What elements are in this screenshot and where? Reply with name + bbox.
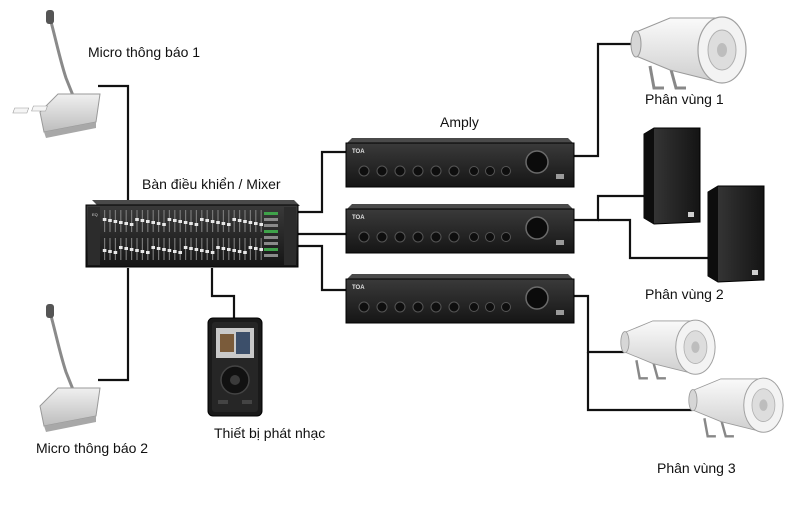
box-speaker-icon — [643, 127, 701, 225]
rack-amplifier-icon: TOA — [345, 138, 575, 188]
svg-text:TOA: TOA — [352, 215, 365, 221]
wire-mic2-mixer — [98, 268, 130, 382]
amplifiers: TOA TOA TOA — [345, 138, 575, 324]
wire-amp1-zone1 — [573, 42, 632, 158]
label-mixer: Bàn điều khiển / Mixer — [142, 176, 281, 192]
label-mic1: Micro thông báo 1 — [88, 44, 201, 60]
rack-mixer-equalizer-icon: EQ — [85, 200, 300, 268]
rack-amplifier-icon: TOA — [345, 204, 575, 254]
gooseneck-microphone-icon — [12, 10, 101, 138]
label-zone3: Phân vùng 3 — [657, 460, 736, 476]
wire-amp3-zone3b — [586, 352, 692, 412]
wire-mic1-mixer — [98, 84, 130, 200]
microphone-1 — [12, 10, 101, 138]
zone-3-speakers — [620, 319, 784, 438]
wire-player-mixer — [210, 268, 236, 318]
wire-amp2-zone2a — [573, 194, 644, 222]
horn-speaker-icon — [620, 319, 716, 380]
rack-amplifier-icon: TOA — [345, 274, 575, 324]
zone-2-speakers — [643, 127, 765, 283]
label-zone1: Phân vùng 1 — [645, 91, 724, 107]
label-amply: Amply — [440, 114, 479, 130]
label-zone2: Phân vùng 2 — [645, 286, 724, 302]
connection-wires — [98, 42, 708, 412]
zone-1-speakers — [630, 16, 747, 90]
mixer: EQ — [85, 200, 300, 268]
wire-mixer-amp3 — [298, 244, 348, 292]
horn-speaker-icon — [688, 377, 784, 438]
svg-text:TOA: TOA — [352, 285, 365, 291]
label-player: Thiết bị phát nhạc — [214, 425, 326, 441]
microphone-2 — [39, 304, 101, 432]
svg-text:TOA: TOA — [352, 149, 365, 155]
gooseneck-microphone-icon — [39, 304, 101, 432]
wire-mixer-amp1 — [298, 150, 348, 214]
label-mic2: Micro thông báo 2 — [36, 440, 149, 456]
wire-amp3-zone3a — [573, 294, 624, 354]
svg-text:EQ: EQ — [92, 212, 98, 217]
box-speaker-icon — [707, 185, 765, 283]
wire-amp2-zone2b — [598, 218, 708, 260]
music-player-icon — [207, 317, 263, 417]
music-player — [207, 317, 263, 417]
horn-speaker-icon — [630, 16, 747, 90]
